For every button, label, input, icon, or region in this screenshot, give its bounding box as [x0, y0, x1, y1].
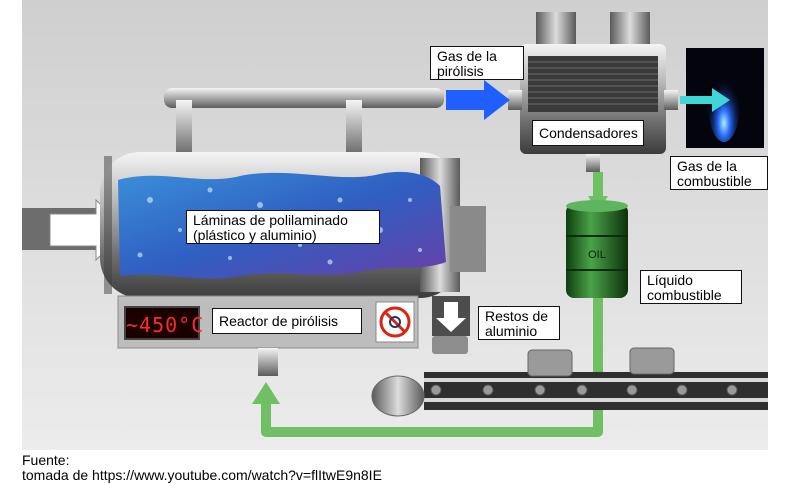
liquid-fuel-pipe [261, 172, 603, 437]
label-fuel-gas: Gas de la combustible [670, 156, 768, 190]
gas-pipe-horizontal [164, 88, 444, 108]
source-caption-line2: tomada de https://www.youtube.com/watch?… [22, 467, 382, 483]
aluminium-block [629, 347, 675, 375]
fuel-gas-arrow [680, 88, 730, 112]
conveyor-roller-end [371, 375, 425, 417]
barrel-label: OIL [588, 249, 606, 261]
no-plastic-sign-icon [375, 301, 415, 343]
pyrolysis-gas-arrow [446, 80, 510, 120]
label-pyrolysis-reactor: Reactor de pirólisis [212, 308, 362, 334]
aluminium-block [527, 349, 573, 377]
oil-barrel [566, 200, 628, 298]
gas-pipe-right-riser [346, 100, 362, 160]
label-pyrolysis-gas: Gas de la pirólisis [430, 46, 524, 80]
temperature-display: ~450°C [124, 306, 203, 340]
label-condensers: Condensadores [532, 120, 644, 146]
return-up-arrow [252, 382, 280, 404]
residue-down-arrow-icon [436, 302, 466, 332]
reactor-bottom-outlet [258, 348, 278, 376]
aluminium-block-under-chute [432, 336, 468, 354]
label-liquid-fuel: Líquido combustible [640, 270, 742, 304]
conveyor-belt [424, 372, 768, 410]
label-aluminium-residue: Restos de aluminio [478, 306, 560, 340]
gas-pipe-left-riser [176, 100, 192, 160]
label-laminate-sheets: Láminas de polilaminado (plástico y alum… [186, 210, 380, 244]
source-caption-line1: Fuente: [22, 452, 70, 468]
